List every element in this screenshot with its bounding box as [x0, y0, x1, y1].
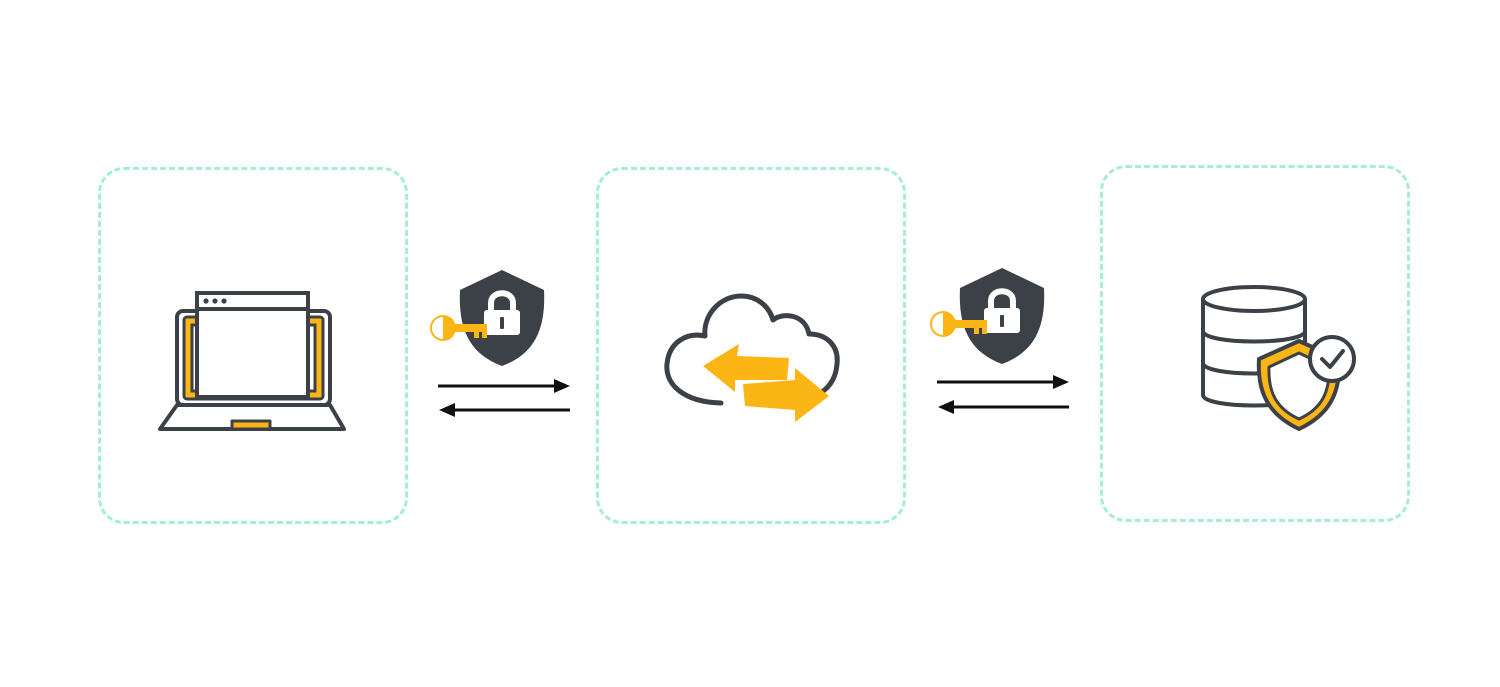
secure-database-icon — [1201, 285, 1356, 431]
secure-link-service-storage — [930, 268, 1069, 414]
laptop-browser-icon — [158, 291, 346, 431]
client-node — [98, 167, 408, 524]
secure-link-client-service — [430, 270, 570, 417]
arrow-right — [937, 375, 1069, 389]
arrow-right — [438, 379, 570, 393]
arrow-left — [938, 400, 1069, 414]
shield-lock-key-icon — [930, 268, 1045, 364]
storage-node — [1100, 165, 1410, 522]
checkmark-badge-icon — [1308, 335, 1356, 383]
arrow-left — [439, 403, 570, 417]
shield-lock-key-icon — [430, 270, 545, 366]
service-node — [596, 167, 906, 524]
cloud-exchange-icon — [664, 293, 840, 422]
